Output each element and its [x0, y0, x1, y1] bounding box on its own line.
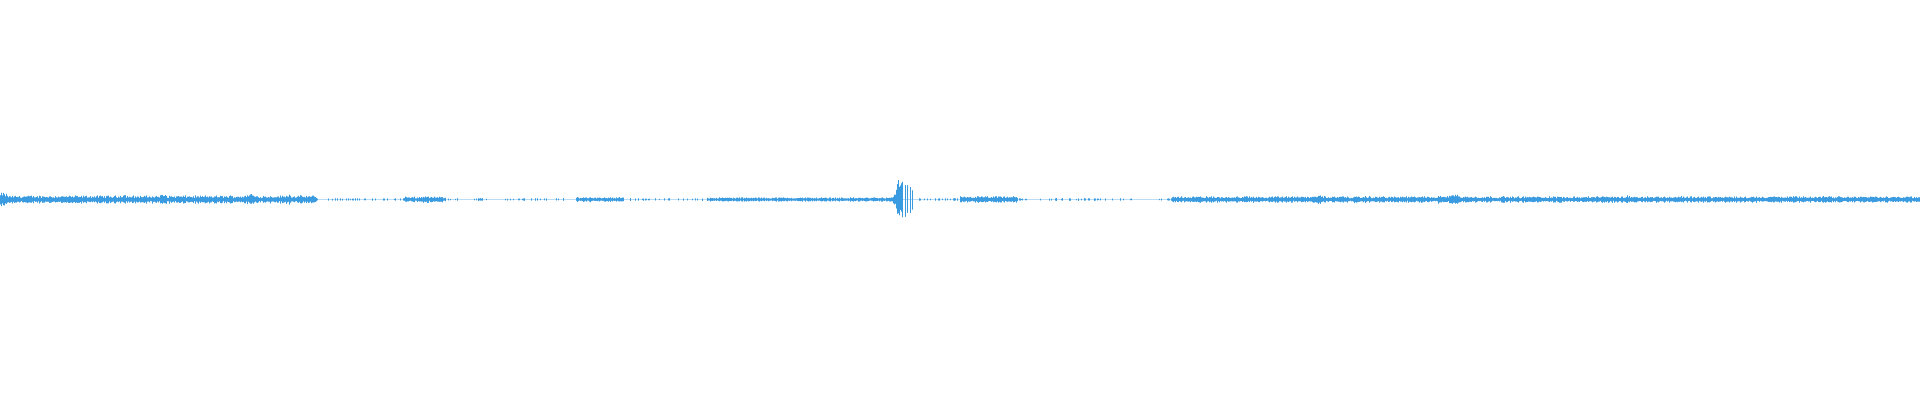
waveform-trace	[0, 179, 1920, 218]
